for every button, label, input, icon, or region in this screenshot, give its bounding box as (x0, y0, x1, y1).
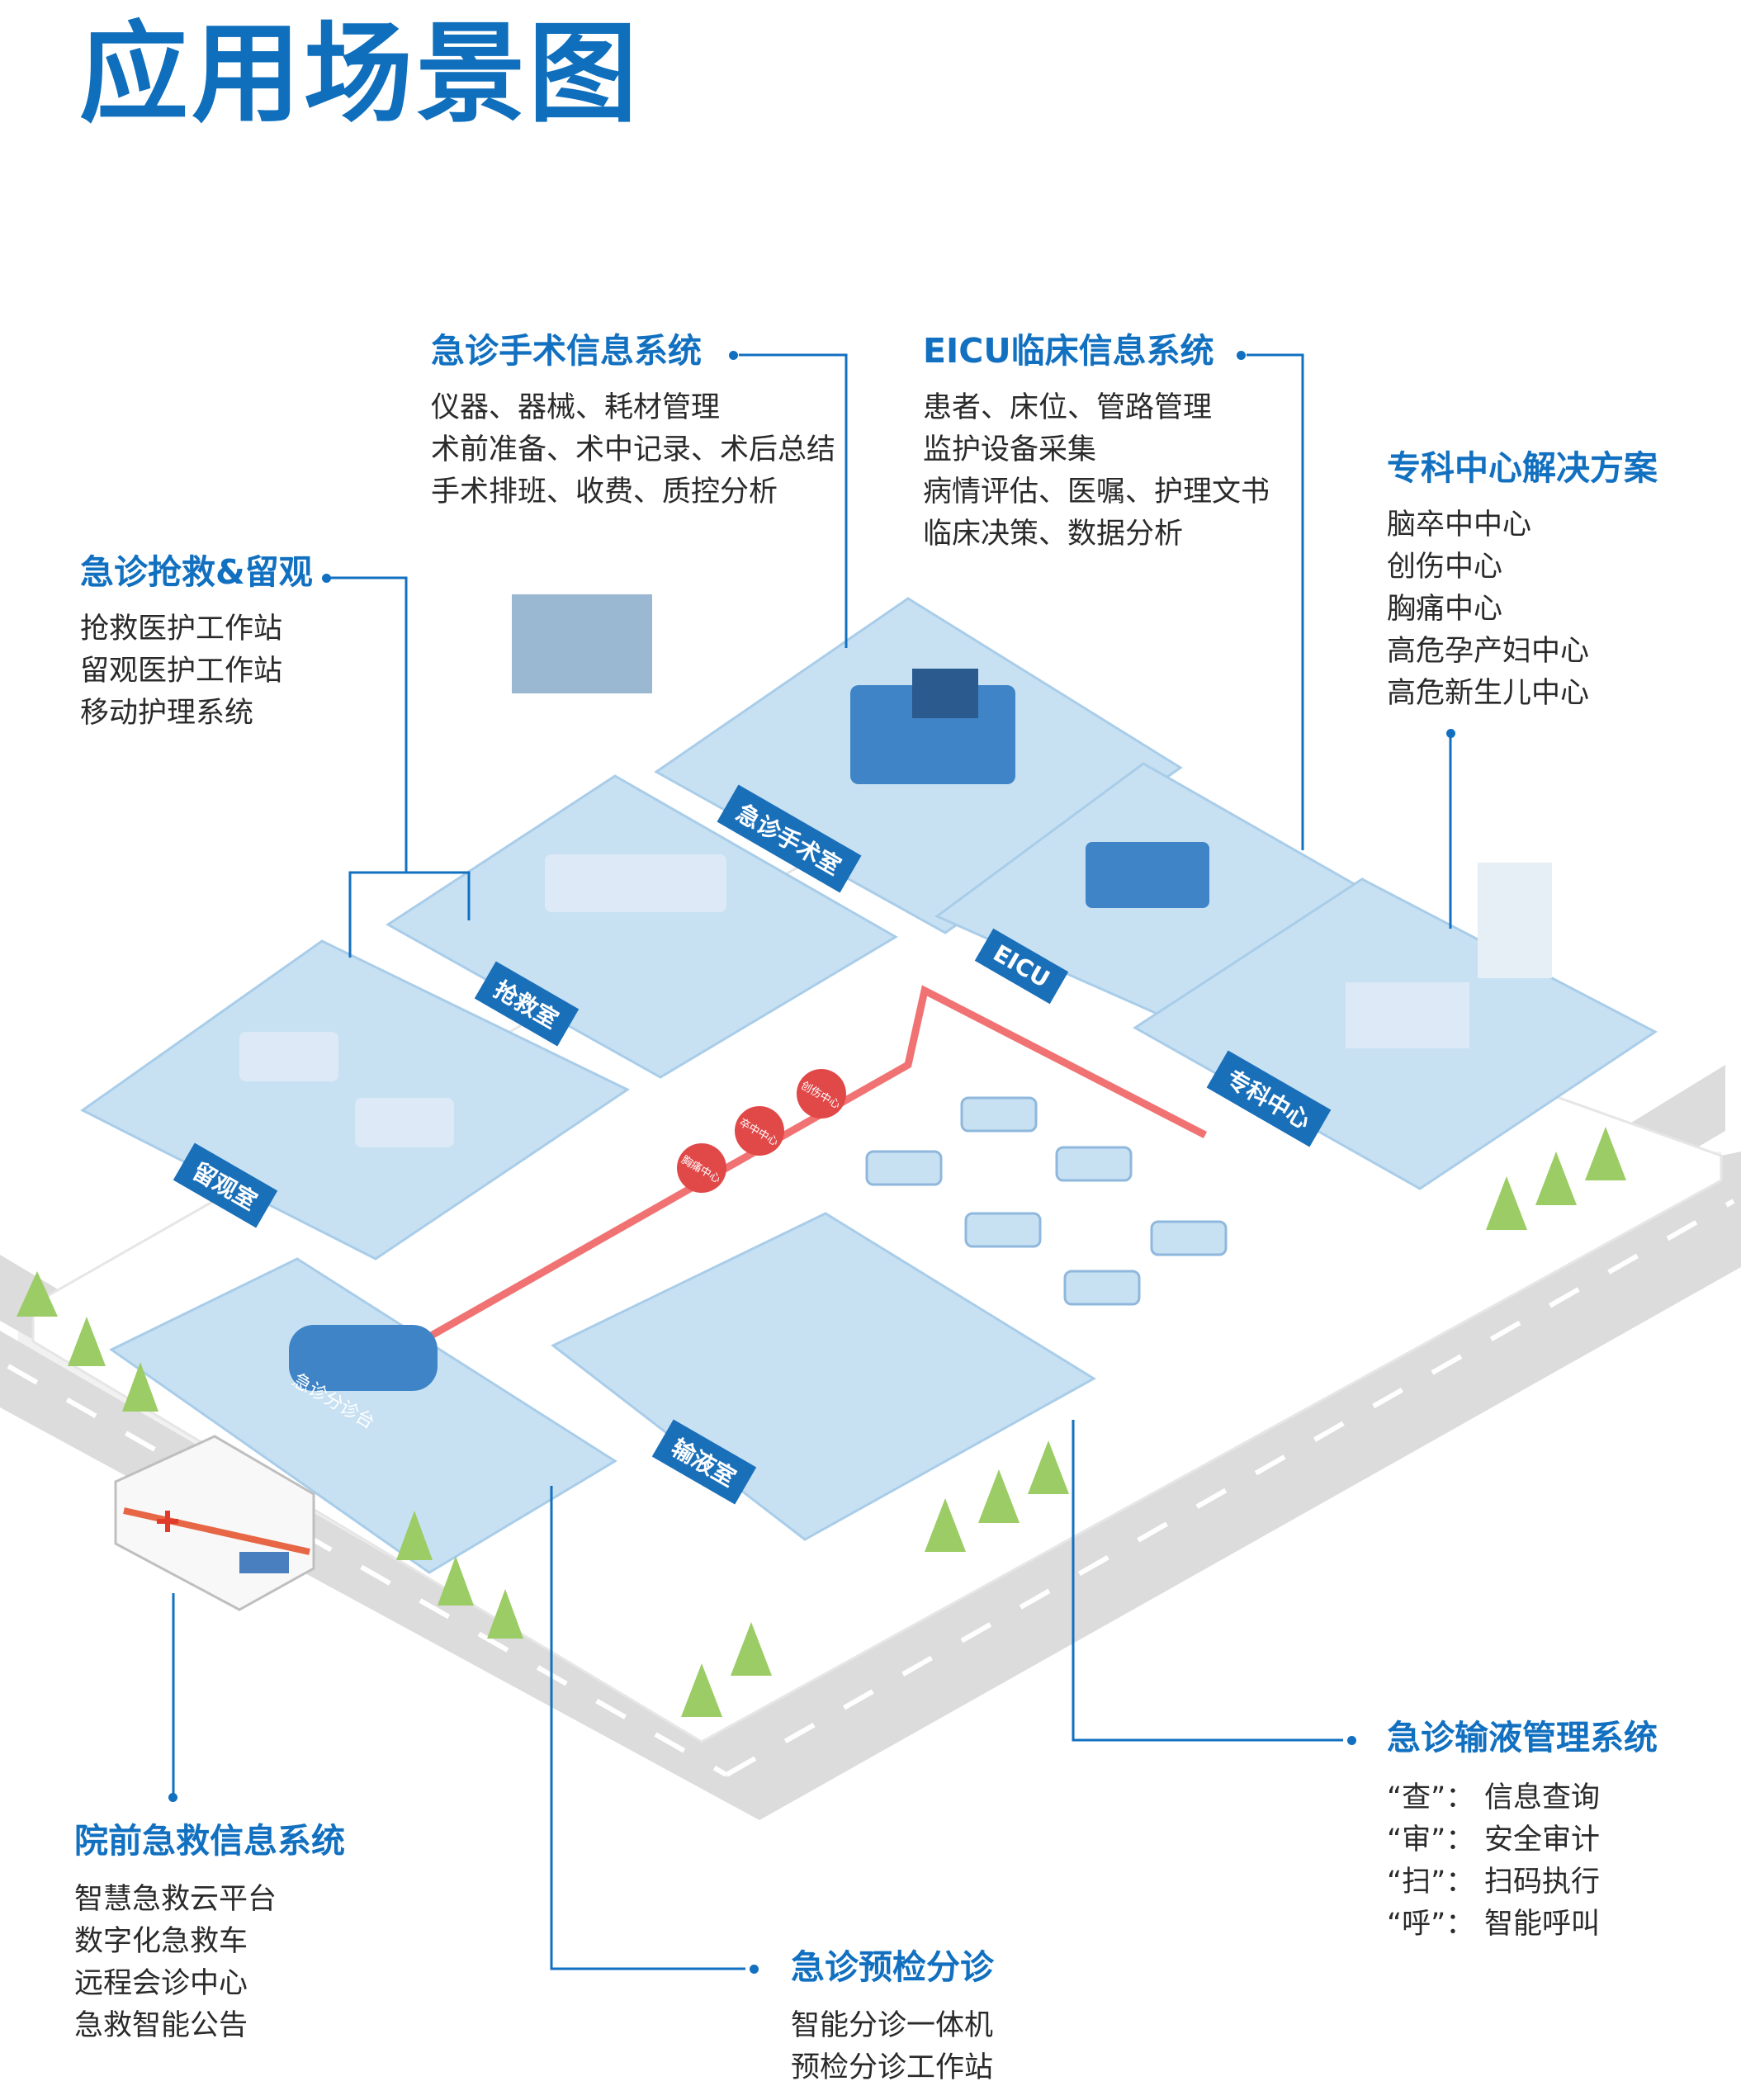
leader-dot (1237, 351, 1246, 360)
section-item: 远程会诊中心 (74, 1967, 248, 2001)
section-item: “查”： 信息查询 (1387, 1777, 1658, 1819)
section-surgery-info: 急诊手术信息系统 仪器、器械、耗材管理 术前准备、术中记录、术后总结 手术排班、… (431, 330, 835, 513)
section-item: 高危孕产妇中心 (1387, 635, 1590, 669)
section-title: 专科中心解决方案 (1387, 448, 1658, 488)
item-tag: “审”： (1387, 1823, 1475, 1857)
section-item: 脑卒中中心 (1387, 508, 1532, 542)
section-item: 抢救医护工作站 (80, 612, 283, 646)
section-infusion-info: 急诊输液管理系统 “查”： 信息查询 “审”： 安全审计 “扫”： 扫码执行 “呼”：… (1387, 1717, 1658, 1946)
section-title: 急诊手术信息系统 (431, 331, 702, 371)
item-tag: “查”： (1387, 1781, 1475, 1815)
section-item: 胸痛中心 (1387, 593, 1503, 627)
section-item: “审”： 安全审计 (1387, 1819, 1658, 1861)
section-item: 移动护理系统 (80, 697, 254, 731)
section-item: “扫”： 扫码执行 (1387, 1861, 1658, 1904)
section-item: 创伤中心 (1387, 551, 1503, 584)
page-title: 应用场景图 (79, 11, 641, 138)
item-tag: “呼”： (1387, 1908, 1475, 1942)
leader-lines (172, 353, 1452, 1970)
section-item: 智慧急救云平台 (74, 1883, 277, 1917)
section-item: 急救智能公告 (74, 2009, 248, 2043)
section-item: 临床决策、数据分析 (923, 518, 1184, 551)
section-item: 仪器、器械、耗材管理 (431, 391, 721, 425)
section-title: 急诊预检分诊 (791, 1947, 994, 1987)
room-floor-rescue (386, 774, 898, 1079)
room-floor-specialty (1133, 863, 1658, 1190)
room-floor-triage (109, 1257, 617, 1574)
section-title: EICU临床信息系统 (923, 331, 1214, 371)
section-item: 高危新生儿中心 (1387, 677, 1590, 711)
leader-dot (1446, 729, 1455, 738)
section-item: 数字化急救车 (74, 1925, 248, 1959)
section-item: 手术排班、收费、质控分析 (431, 475, 778, 509)
ambulance (114, 1435, 315, 1611)
leader-dot (750, 1965, 759, 1974)
green-channel-path (419, 985, 1208, 1345)
leader-dot (1347, 1736, 1356, 1745)
item-text: 信息查询 (1484, 1781, 1601, 1815)
section-eicu-info: EICU临床信息系统 患者、床位、管路管理 监护设备采集 病情评估、医嘱、护理文… (923, 330, 1270, 556)
item-text: 安全审计 (1484, 1823, 1601, 1857)
section-title: 院前急救信息系统 (74, 1821, 345, 1861)
section-item: 预检分诊工作站 (791, 2051, 994, 2085)
item-text: 智能呼叫 (1484, 1908, 1601, 1942)
section-triage-info: 急诊预检分诊 智能分诊一体机 预检分诊工作站 (791, 1946, 994, 2089)
section-item: 智能分诊一体机 (791, 2009, 994, 2043)
section-item: 留观医护工作站 (80, 655, 283, 688)
section-rescue-info: 急诊抢救&留观 抢救医护工作站 留观医护工作站 移动护理系统 (80, 551, 313, 735)
waiting-chairs (865, 1096, 1228, 1306)
section-item: 病情评估、医嘱、护理文书 (923, 475, 1270, 509)
leader-dot (168, 1793, 177, 1802)
section-title: 急诊抢救&留观 (80, 552, 313, 592)
section-specialty-info: 专科中心解决方案 脑卒中中心 创伤中心 胸痛中心 高危孕产妇中心 高危新生儿中心 (1387, 447, 1658, 715)
section-item: 术前准备、术中记录、术后总结 (431, 433, 836, 467)
item-text: 扫码执行 (1484, 1866, 1601, 1899)
trees (17, 1127, 1626, 1717)
item-tag: “扫”： (1387, 1866, 1475, 1899)
section-prehospital-info: 院前急救信息系统 智慧急救云平台 数字化急救车 远程会诊中心 急救智能公告 (74, 1820, 345, 2047)
section-title: 急诊输液管理系统 (1387, 1718, 1658, 1757)
section-item: 患者、床位、管路管理 (923, 391, 1213, 425)
section-item: “呼”： 智能呼叫 (1387, 1904, 1658, 1946)
leader-dot (729, 351, 738, 360)
room-floor-observation (80, 939, 630, 1260)
leader-dot (322, 574, 331, 583)
section-item: 监护设备采集 (923, 433, 1097, 467)
